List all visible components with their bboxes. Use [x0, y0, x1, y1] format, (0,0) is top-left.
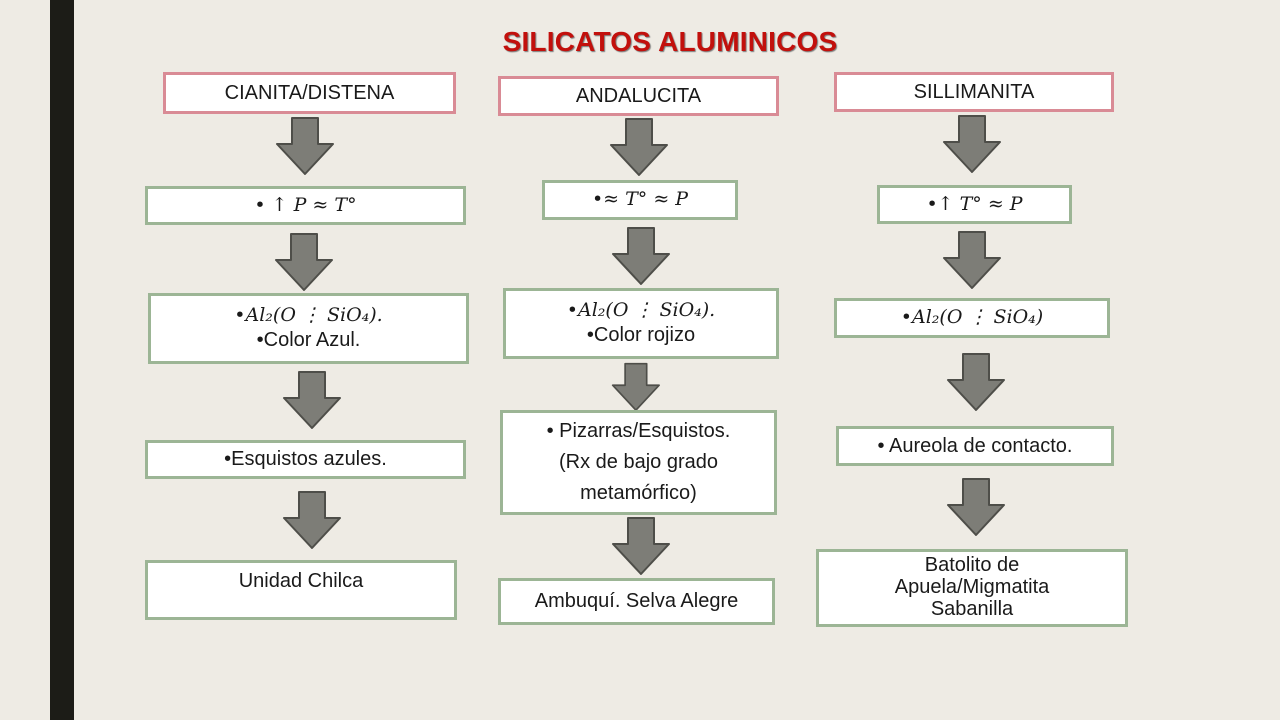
conditions-andalucita: •≈ 𝑇° ≈ 𝑃 — [542, 180, 738, 220]
location-andalucita-text: Ambuquí. Selva Alegre — [534, 590, 739, 612]
arrow-down-icon — [276, 117, 334, 175]
rocks-sillimanita: • Aureola de contacto. — [836, 426, 1114, 466]
header-sillimanita-label: SILLIMANITA — [913, 80, 1035, 103]
page-title: SILICATOS ALUMINICOS — [502, 26, 838, 57]
conditions-sillimanita: •↑ 𝑇° ≈ 𝑃 — [877, 185, 1072, 224]
rocks-andalucita: • Pizarras/Esquistos. (Rx de bajo grado … — [500, 410, 777, 515]
rocks-andalucita-line1: • Pizarras/Esquistos. — [546, 420, 731, 442]
left-accent-bar — [50, 0, 74, 720]
formula-cianita-text: •𝐴𝑙₂(𝑂 ⋮ 𝑆𝑖𝑂₄). — [234, 304, 383, 327]
rocks-andalucita-line2: (Rx de bajo grado — [559, 451, 718, 473]
conditions-cianita-text: • ↑ 𝑃 ≈ 𝑇° — [254, 193, 357, 216]
header-andalucita: ANDALUCITA — [498, 76, 779, 116]
arrow-down-icon — [943, 115, 1001, 173]
rocks-cianita-text: •Esquistos azules. — [224, 448, 387, 470]
formula-sillimanita-text: •𝐴𝑙₂(𝑂 ⋮ 𝑆𝑖𝑂₄) — [900, 306, 1044, 329]
header-sillimanita: SILLIMANITA — [834, 72, 1114, 112]
arrow-down-icon — [612, 227, 670, 285]
location-sillimanita-line1: Batolito de — [924, 554, 1020, 576]
rocks-cianita: •Esquistos azules. — [145, 440, 466, 479]
arrow-down-icon — [947, 353, 1005, 411]
location-sillimanita-line3: Sabanilla — [930, 598, 1014, 620]
formula-sillimanita: •𝐴𝑙₂(𝑂 ⋮ 𝑆𝑖𝑂₄) — [834, 298, 1110, 338]
location-cianita-text: Unidad Chilca — [238, 570, 364, 592]
location-sillimanita-line2: Apuela/Migmatita — [894, 576, 1050, 598]
conditions-andalucita-text: •≈ 𝑇° ≈ 𝑃 — [591, 188, 689, 211]
arrow-down-icon — [943, 231, 1001, 289]
conditions-sillimanita-text: •↑ 𝑇° ≈ 𝑃 — [926, 192, 1023, 215]
arrow-down-icon — [947, 478, 1005, 536]
location-andalucita: Ambuquí. Selva Alegre — [498, 578, 775, 625]
header-cianita-label: CIANITA/DISTENA — [224, 81, 395, 104]
arrow-down-icon — [610, 118, 668, 176]
rocks-andalucita-line3: metamórfico) — [580, 482, 697, 504]
formula-cianita: •𝐴𝑙₂(𝑂 ⋮ 𝑆𝑖𝑂₄). •Color Azul. — [148, 293, 469, 364]
location-sillimanita: Batolito de Apuela/Migmatita Sabanilla — [816, 549, 1128, 627]
header-cianita: CIANITA/DISTENA — [163, 72, 456, 114]
arrow-down-icon — [611, 362, 660, 411]
arrow-down-icon — [283, 491, 341, 549]
formula-andalucita: •𝐴𝑙₂(𝑂 ⋮ 𝑆𝑖𝑂₄). •Color rojizo — [503, 288, 779, 359]
location-cianita: Unidad Chilca — [145, 560, 457, 620]
formula-andalucita-text: •𝐴𝑙₂(𝑂 ⋮ 𝑆𝑖𝑂₄). — [566, 299, 716, 322]
arrow-down-icon — [275, 233, 333, 291]
header-andalucita-label: ANDALUCITA — [575, 84, 702, 107]
conditions-cianita: • ↑ 𝑃 ≈ 𝑇° — [145, 186, 466, 225]
rocks-sillimanita-text: • Aureola de contacto. — [877, 434, 1073, 457]
color-note-andalucita: •Color rojizo — [586, 323, 696, 346]
color-note-cianita: •Color Azul. — [256, 328, 361, 351]
arrow-down-icon — [283, 371, 341, 429]
arrow-down-icon — [612, 517, 670, 575]
